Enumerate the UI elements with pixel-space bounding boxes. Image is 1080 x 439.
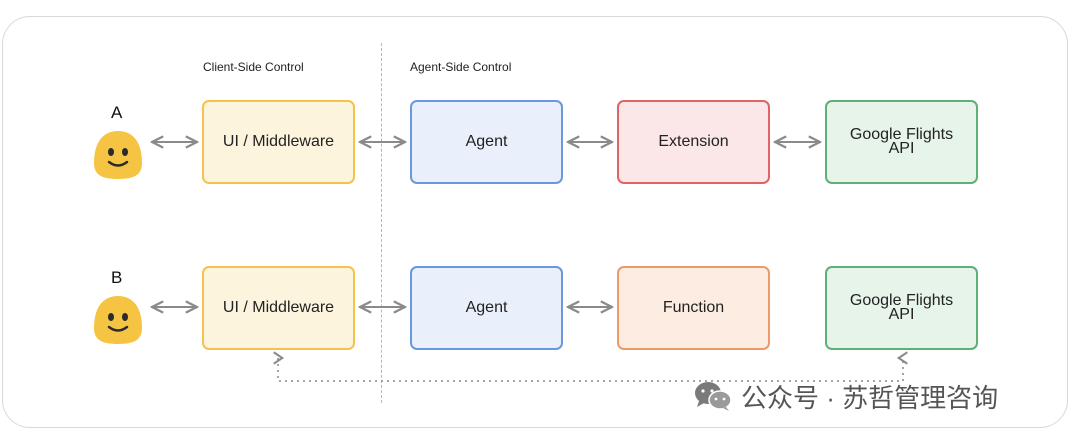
row-b-function-label: Function	[662, 299, 725, 316]
row-a-ui-middleware-label: UI / Middleware	[222, 133, 335, 150]
control-divider	[381, 43, 382, 403]
row-a-google-flights-label-line1: Google Flights	[849, 126, 954, 143]
row-a-extension-label: Extension	[658, 133, 729, 150]
row-a-google-flights-api-box: Google Flights API	[825, 100, 978, 184]
row-b-ui-middleware-box: UI / Middleware	[202, 266, 355, 350]
row-a-agent-box: Agent	[410, 100, 563, 184]
row-a-ui-middleware-box: UI / Middleware	[202, 100, 355, 184]
row-b-ui-middleware-label: UI / Middleware	[222, 299, 335, 316]
row-b-agent-label: Agent	[465, 299, 508, 316]
row-b-google-flights-api-box: Google Flights API	[825, 266, 978, 350]
row-a-google-flights-label-line2: API	[888, 140, 915, 157]
row-b-letter: B	[111, 268, 123, 287]
row-a-extension-box: Extension	[617, 100, 770, 184]
agent-side-control-label: Agent-Side Control	[410, 60, 512, 74]
row-b-function-box: Function	[617, 266, 770, 350]
row-b-agent-box: Agent	[410, 266, 563, 350]
user-a-smiley-icon	[94, 131, 142, 179]
watermark: 公众号 · 苏哲管理咨询	[693, 376, 998, 416]
wechat-icon	[695, 382, 732, 411]
row-b-google-flights-label-line2: API	[888, 306, 915, 323]
row-b-google-flights-label-line1: Google Flights	[849, 292, 954, 309]
watermark-text: 公众号 · 苏哲管理咨询	[741, 382, 999, 413]
row-a-letter: A	[111, 103, 123, 122]
row-a-agent-label: Agent	[465, 133, 508, 150]
user-b-smiley-icon	[94, 296, 142, 344]
client-side-control-label: Client-Side Control	[203, 60, 304, 74]
